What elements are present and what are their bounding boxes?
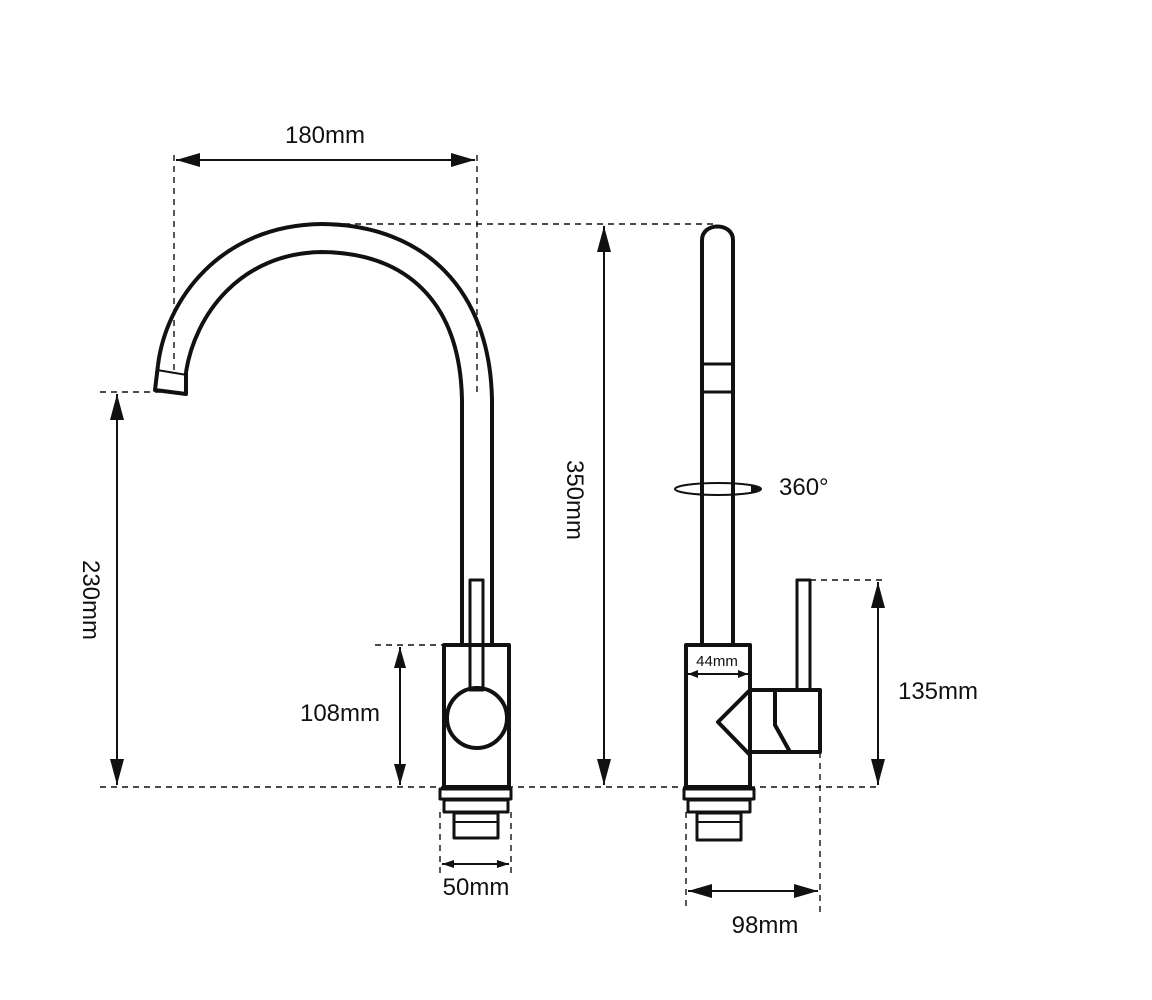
dim-depth-arrow-left	[688, 884, 712, 898]
dim-reach-arrow-right	[451, 153, 475, 167]
dimension-labels: 180mm 230mm 350mm 108mm 50mm 44mm 135mm …	[77, 122, 978, 939]
label-body-width: 44mm	[696, 653, 738, 670]
dim-base-arrow-right	[497, 860, 509, 868]
dim-total-height-arrow-top	[597, 226, 611, 252]
dim-depth-arrow-right	[794, 884, 818, 898]
front-body	[442, 643, 511, 789]
front-view-faucet	[153, 222, 513, 840]
front-mount-thread	[452, 811, 500, 840]
dim-body-width-arrow-left	[688, 670, 698, 678]
dim-base-arrow-left	[442, 860, 454, 868]
side-spout-ring	[700, 362, 735, 394]
dim-spout-height-arrow-top	[110, 394, 124, 420]
spout-inner	[184, 250, 464, 645]
side-base-ring	[682, 787, 756, 801]
dim-body-width-arrow-right	[738, 670, 748, 678]
side-mount-thread	[695, 811, 743, 842]
label-body-height: 108mm	[300, 700, 380, 727]
dim-total-height-arrow-bottom	[597, 759, 611, 785]
dim-body-height-arrow-top	[394, 647, 406, 668]
dimension-lines	[110, 153, 885, 898]
dim-handle-height-arrow-bottom	[871, 759, 885, 785]
dim-handle-height-arrow-top	[871, 582, 885, 608]
label-spout-reach: 180mm	[285, 122, 365, 149]
front-handle-knob	[445, 686, 509, 750]
front-base-ring	[438, 787, 513, 801]
dim-spout-height-arrow-bottom	[110, 759, 124, 785]
rotation-ellipse	[674, 482, 762, 496]
front-base-plate	[442, 798, 510, 814]
dim-reach-arrow-left	[176, 153, 200, 167]
side-spout-tube	[700, 224, 735, 645]
side-view-faucet	[674, 224, 822, 842]
label-spout-height: 230mm	[77, 560, 104, 640]
front-handle-lever	[468, 578, 485, 692]
extension-lines	[100, 155, 885, 915]
side-handle-lever	[795, 578, 812, 692]
label-rotation: 360°	[779, 474, 829, 501]
label-base-diameter: 50mm	[443, 874, 510, 901]
side-handle-connector	[716, 688, 752, 757]
side-handle-block	[750, 688, 822, 754]
dim-body-height-arrow-bottom	[394, 764, 406, 785]
label-handle-height: 135mm	[898, 678, 978, 705]
spout-outer	[156, 222, 494, 645]
label-total-depth: 98mm	[732, 912, 799, 939]
spout-tip-ring	[156, 369, 188, 376]
label-total-height: 350mm	[561, 460, 588, 540]
spout-tip	[153, 364, 188, 396]
rotation-arrow-icon	[751, 485, 761, 493]
side-base-plate	[686, 798, 752, 814]
